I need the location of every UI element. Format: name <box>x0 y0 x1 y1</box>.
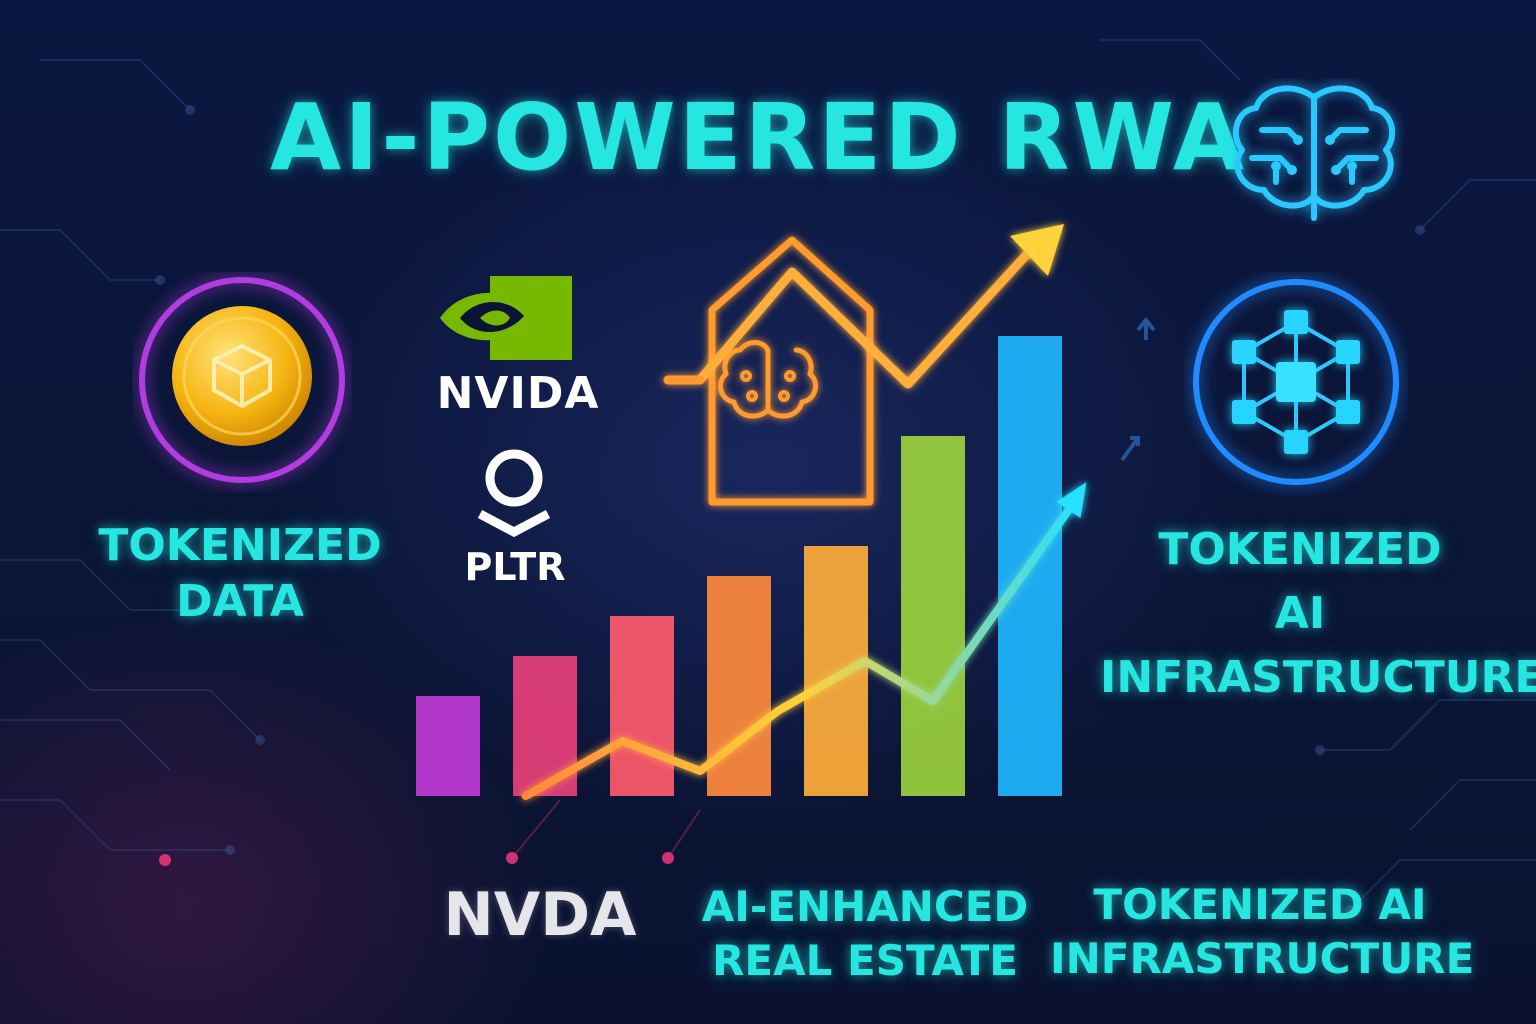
page-title: AI-POWERED RWA <box>270 84 1248 191</box>
tokenized-data-card <box>139 277 345 483</box>
chart-bar <box>610 616 674 796</box>
small-up-arrows-icon <box>1120 316 1156 462</box>
trend-line <box>521 492 1083 800</box>
trend-arrow-head <box>1056 482 1087 518</box>
tokenized-ai-infrastructure-bottom-label: TOKENIZED AI INFRASTRUCTURE <box>1050 880 1475 983</box>
nvidia-logo-text: NVIDA <box>436 368 600 419</box>
tokenized-data-label: TOKENIZED DATA <box>98 520 382 627</box>
trend-arrow-icon <box>521 482 1087 800</box>
tokenized-ai-infrastructure-card <box>1193 279 1399 485</box>
house-brain-icon <box>708 236 874 506</box>
growth-arrow-icon <box>663 224 1064 389</box>
brain-circuit-icon <box>1232 85 1396 221</box>
growth-bar-chart <box>416 224 1087 800</box>
tokenized-ai-infrastructure-label: TOKENIZED AI INFRASTRUCTURE <box>1100 524 1536 703</box>
pltr-logo-text: PLTR <box>464 545 566 589</box>
nvidia-logo-icon <box>440 276 572 360</box>
chart-bar <box>804 546 868 796</box>
palantir-logo-icon <box>477 449 551 538</box>
ai-enhanced-real-estate-label: AI-ENHANCED REAL ESTATE <box>701 882 1029 985</box>
nvda-label: NVDA <box>443 880 637 950</box>
chart-bar <box>901 436 965 796</box>
chart-bar <box>416 696 480 796</box>
